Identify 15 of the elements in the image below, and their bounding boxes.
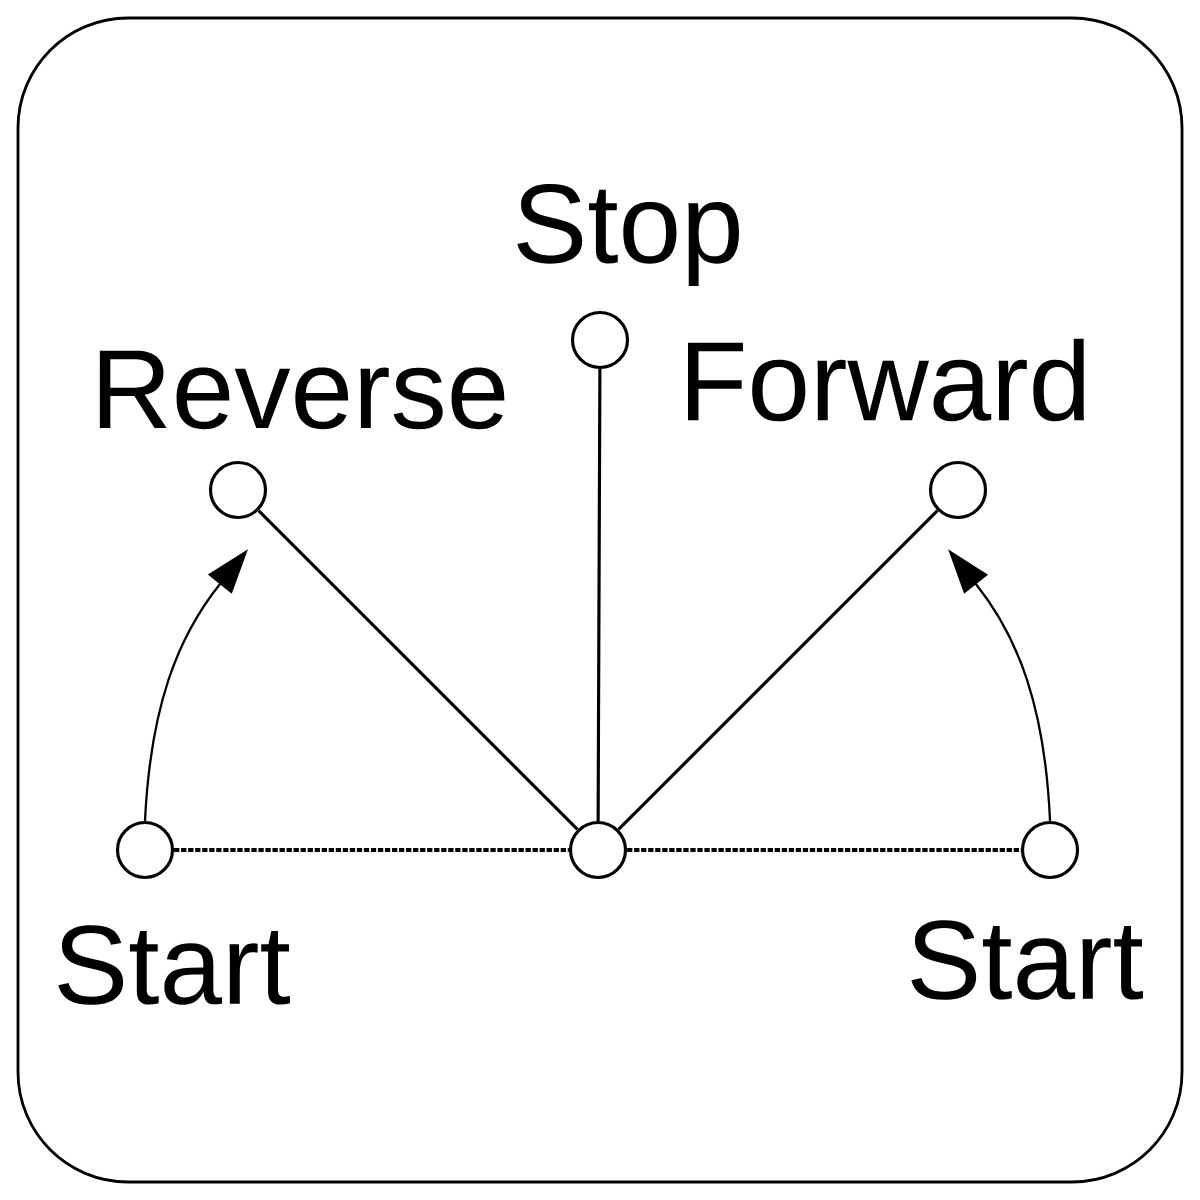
connector-line	[627, 848, 1021, 852]
connector-line	[596, 369, 602, 821]
switch-terminal: Start	[911, 820, 1143, 1000]
node-label: Start	[911, 920, 1143, 1000]
node-label: Start	[58, 925, 290, 1005]
node-label: Reverse	[99, 350, 505, 430]
switch-terminal: Start	[58, 820, 290, 1005]
switch-terminal: Forward	[688, 338, 1084, 520]
connector-line	[617, 509, 939, 831]
pivot-terminal	[568, 820, 628, 880]
node-label: Stop	[517, 184, 739, 286]
connector-line	[174, 848, 569, 852]
node-label: Forward	[688, 338, 1084, 422]
connector-line	[257, 509, 579, 831]
switch-terminal: Reverse	[99, 350, 505, 520]
